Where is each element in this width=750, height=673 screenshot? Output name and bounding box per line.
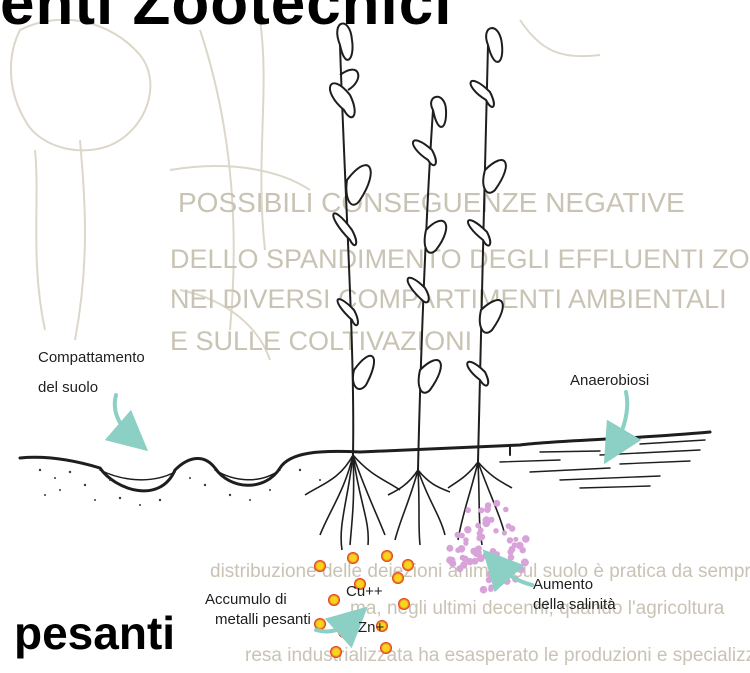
plant-left — [330, 24, 374, 455]
salt-dot — [502, 530, 507, 535]
bg-heading-4: E SULLE COLTIVAZIONI — [170, 326, 472, 356]
slide-title: enti Zootecnici — [0, 0, 452, 39]
salt-dot — [513, 537, 518, 542]
label-compaction-1: Compattamento — [38, 349, 145, 366]
salt-dot — [480, 586, 488, 594]
salt-dot — [503, 507, 509, 513]
label-metals-1: Accumulo di — [205, 591, 287, 608]
soil-profile — [20, 432, 710, 491]
salt-dot — [482, 552, 489, 559]
salt-dot — [462, 556, 469, 563]
bg-heading-1: POSSIBILI CONSEGUENZE NEGATIVE — [178, 187, 685, 218]
salt-dot — [507, 537, 513, 543]
salt-dot — [478, 507, 484, 513]
bg-para-1: distribuzione delle deiezioni animali su… — [210, 561, 750, 582]
soil-speckle — [39, 469, 321, 506]
label-metals-2: metalli pesanti — [215, 611, 311, 628]
salt-dot — [460, 562, 467, 569]
salt-dot — [518, 543, 524, 549]
label-zinc: Zn+ — [358, 619, 385, 636]
salt-dot — [522, 535, 530, 543]
bg-para-3: resa industrializzata ha esasperato le p… — [245, 645, 750, 666]
salt-dot — [488, 586, 494, 592]
labels: Compattamento del suolo Anaerobiosi Accu… — [38, 349, 649, 636]
salt-dot — [508, 554, 515, 561]
label-copper: Cu++ — [346, 583, 383, 600]
salt-dot — [509, 546, 516, 553]
salt-dot — [506, 566, 512, 572]
salt-dot — [483, 516, 491, 524]
salt-dot — [455, 532, 461, 538]
salt-dot — [493, 528, 498, 533]
salt-dot — [449, 560, 456, 567]
label-salinity-2: della salinità — [533, 596, 616, 613]
salt-dot — [463, 541, 468, 546]
salt-dot — [494, 551, 500, 557]
salt-dot — [458, 545, 466, 553]
salt-dot — [476, 535, 482, 541]
arrow-compaction — [115, 395, 133, 438]
salt-dot — [519, 567, 525, 573]
salt-dot — [487, 570, 494, 577]
salt-dot — [464, 526, 471, 533]
label-anaerobiosis: Anaerobiosi — [570, 372, 649, 389]
salt-dot — [509, 525, 515, 531]
salt-dot — [494, 500, 501, 507]
bg-heading-2: DELLO SPANDIMENTO DEGLI EFFLUENTI ZOOTEC… — [170, 244, 750, 274]
salt-dot — [474, 549, 482, 557]
salt-dot — [485, 502, 492, 509]
bg-heading-3: NEI DIVERSI COMPARTIMENTI AMBIENTALI — [170, 284, 727, 314]
salt-dot — [465, 507, 471, 513]
salt-dot — [478, 527, 484, 533]
salt-dot — [471, 558, 478, 565]
salt-dot — [503, 578, 510, 585]
label-compaction-2: del suolo — [38, 379, 98, 396]
label-salinity-1: Aumento — [533, 576, 593, 593]
salt-dot — [521, 558, 529, 566]
slide-caption: pesanti — [14, 606, 175, 660]
salt-dot — [446, 545, 453, 552]
